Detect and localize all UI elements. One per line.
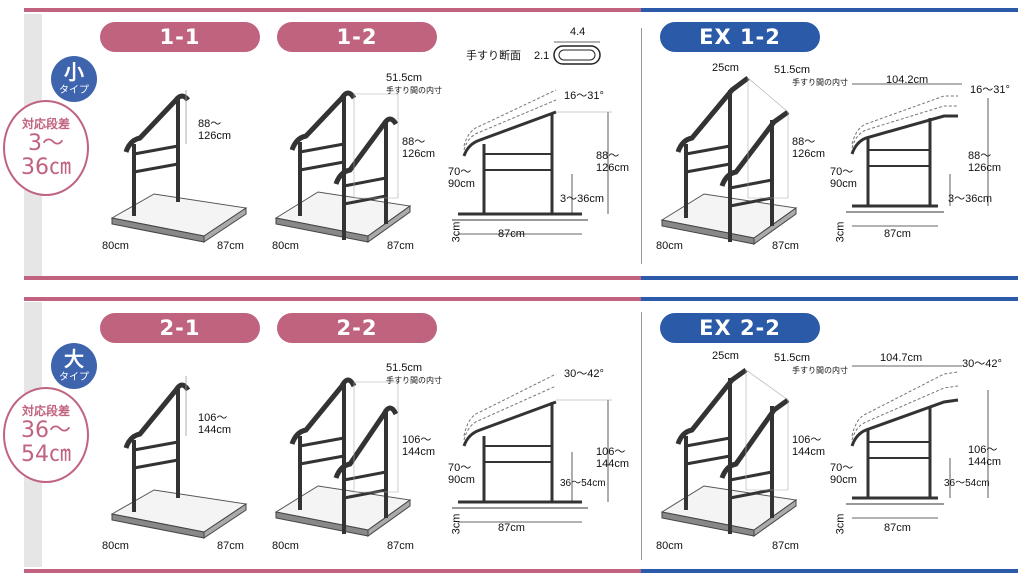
diagram-ex-2-2 — [652, 370, 812, 540]
label-ex-side-top-length: 104.2cm — [886, 74, 929, 86]
model-title-1-1: 1-1 — [100, 22, 260, 52]
diagram-side-bottom — [452, 372, 632, 547]
label-ex-side-bottom-step: 36〜54cm — [944, 478, 990, 489]
cross-section-width: 4.4 — [570, 26, 586, 38]
model-title-ex-1-2: EX 1-2 — [660, 22, 820, 52]
label-side-top-height: 88〜 126cm — [596, 150, 630, 174]
large-type-word: タイプ — [59, 372, 89, 383]
label-ex-2-2-top: 25cm — [712, 350, 739, 362]
label-ex-2-2-depth: 80cm — [656, 540, 683, 552]
small-step-label: 対応段差 — [21, 117, 70, 131]
label-ex-side-top-height: 88〜 126cm — [968, 150, 1002, 174]
large-step-line2: 54㎝ — [21, 442, 71, 467]
label-2-2-rail-gap-note: 手すり間の内寸 — [386, 376, 442, 385]
label-2-1-height: 106〜 144cm — [198, 412, 232, 436]
large-step-range-badge: 対応段差 36〜 54㎝ — [3, 387, 89, 483]
label-ex-1-2-width: 87cm — [772, 240, 799, 252]
label-ex-side-top-grip: 70〜 90cm — [830, 166, 857, 190]
label-ex-1-2-rail-gap-note: 手すり間の内寸 — [792, 78, 848, 87]
label-side-bottom-step: 36〜54cm — [560, 478, 606, 489]
large-type-glyph: 大 — [64, 347, 84, 371]
small-type-badge: 小 タイプ — [51, 56, 97, 102]
label-ex-side-bottom-grip: 70〜 90cm — [830, 462, 857, 486]
label-ex-1-2-height: 88〜 126cm — [792, 136, 826, 160]
cross-section-height: 2.1 — [534, 50, 550, 62]
small-step-range-badge: 対応段差 3〜 36㎝ — [3, 100, 89, 196]
label-1-2-depth: 80cm — [272, 240, 299, 252]
label-1-1-height: 88〜 126cm — [198, 118, 232, 142]
large-step-label: 対応段差 — [21, 404, 70, 418]
label-side-top-angle: 16〜31° — [564, 90, 604, 102]
mid-blue-bar-1 — [641, 276, 1018, 280]
label-side-top-width: 87cm — [498, 228, 525, 240]
small-type-glyph: 小 — [64, 60, 84, 84]
label-ex-side-bottom-length: 104.7cm — [880, 352, 923, 364]
label-ex-side-top-width: 87cm — [884, 228, 911, 240]
large-type-badge: 大 タイプ — [51, 343, 97, 389]
label-2-2-height: 106〜 144cm — [402, 434, 436, 458]
bottom-pink-bar — [24, 569, 641, 573]
label-ex-side-top-angle: 16〜31° — [970, 84, 1010, 96]
model-title-2-2: 2-2 — [277, 313, 437, 343]
label-1-2-width: 87cm — [387, 240, 414, 252]
label-ex-1-2-rail-gap: 51.5cm — [774, 64, 811, 76]
large-step-line1: 36〜 — [21, 418, 71, 443]
label-ex-1-2-top: 25cm — [712, 62, 739, 74]
label-2-1-depth: 80cm — [102, 540, 129, 552]
diagram-ex-side-bottom — [838, 366, 1018, 541]
diagram-2-1 — [96, 376, 256, 546]
label-1-1-depth: 80cm — [102, 240, 129, 252]
label-ex-side-bottom-base: 3cm — [834, 513, 847, 535]
cross-section-label: 手すり断面 — [466, 50, 521, 62]
label-side-bottom-angle: 30〜42° — [564, 368, 604, 380]
label-ex-side-bottom-height: 106〜 144cm — [968, 444, 1002, 468]
label-1-1-width: 87cm — [217, 240, 244, 252]
diagram-side-top — [452, 84, 632, 254]
label-ex-2-2-rail-gap: 51.5cm — [774, 352, 811, 364]
separator-top — [641, 28, 642, 264]
model-title-ex-2-2: EX 2-2 — [660, 313, 820, 343]
model-title-1-2: 1-2 — [277, 22, 437, 52]
diagram-ex-side-top — [838, 84, 1018, 254]
diagram-ex-1-2 — [652, 78, 812, 248]
diagram-2-2 — [266, 372, 426, 542]
small-step-line1: 3〜 — [28, 131, 64, 156]
label-ex-side-bottom-width: 87cm — [884, 522, 911, 534]
label-ex-2-2-height: 106〜 144cm — [792, 434, 826, 458]
top-pink-bar — [24, 8, 641, 12]
label-ex-side-top-base: 3cm — [834, 221, 847, 243]
label-ex-side-bottom-angle: 30〜42° — [962, 358, 1002, 370]
label-2-2-width: 87cm — [387, 540, 414, 552]
label-2-1-width: 87cm — [217, 540, 244, 552]
label-side-bottom-base: 3cm — [450, 513, 463, 535]
label-1-2-rail-gap: 51.5cm — [386, 72, 423, 84]
label-2-2-rail-gap: 51.5cm — [386, 362, 423, 374]
separator-bottom — [641, 312, 642, 560]
label-side-bottom-width: 87cm — [498, 522, 525, 534]
label-1-2-height: 88〜 126cm — [402, 136, 436, 160]
mid-pink-bar-2 — [24, 297, 641, 301]
label-ex-2-2-rail-gap-note: 手すり間の内寸 — [792, 366, 848, 375]
label-1-2-rail-gap-note: 手すり間の内寸 — [386, 86, 442, 95]
label-side-bottom-height: 106〜 144cm — [596, 446, 630, 470]
label-side-top-grip: 70〜 90cm — [448, 166, 475, 190]
label-ex-side-top-step: 3〜36cm — [948, 193, 993, 205]
label-ex-2-2-width: 87cm — [772, 540, 799, 552]
label-side-top-base: 3cm — [450, 221, 463, 243]
label-side-top-step: 3〜36cm — [560, 193, 605, 205]
mid-blue-bar-2 — [641, 297, 1018, 301]
small-step-line2: 36㎝ — [21, 155, 71, 180]
model-title-2-1: 2-1 — [100, 313, 260, 343]
cross-section-shape — [548, 38, 610, 68]
mid-pink-bar-1 — [24, 276, 641, 280]
label-side-bottom-grip: 70〜 90cm — [448, 462, 475, 486]
small-type-word: タイプ — [59, 85, 89, 96]
diagram-1-1 — [96, 84, 256, 254]
top-blue-bar — [641, 8, 1018, 12]
bottom-blue-bar — [641, 569, 1018, 573]
label-ex-1-2-depth: 80cm — [656, 240, 683, 252]
label-2-2-depth: 80cm — [272, 540, 299, 552]
diagram-1-2 — [266, 80, 426, 250]
